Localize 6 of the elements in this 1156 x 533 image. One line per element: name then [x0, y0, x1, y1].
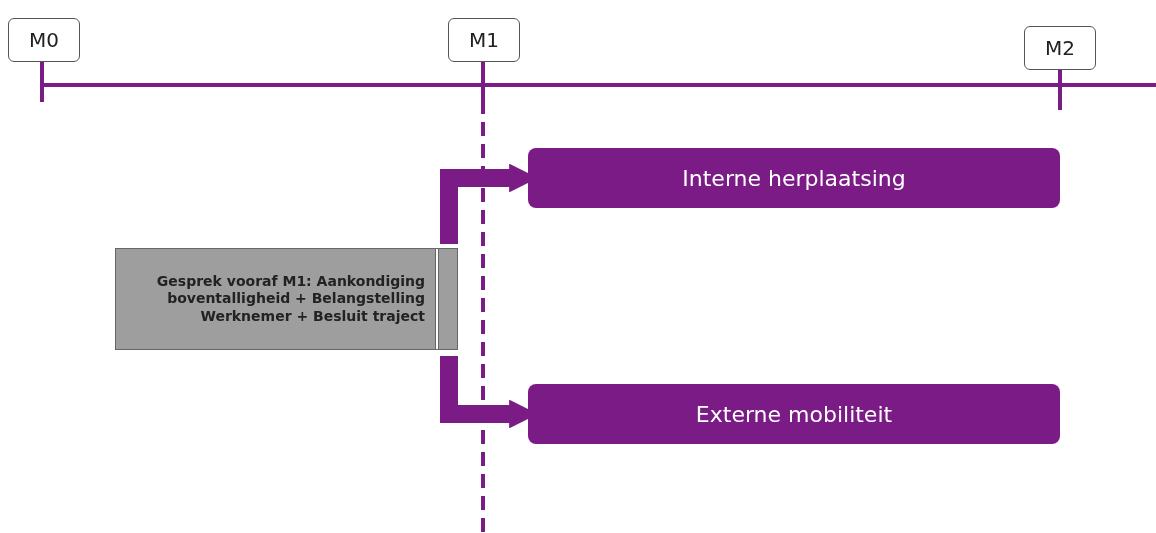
- outcome-box: Externe mobiliteit: [528, 384, 1060, 444]
- milestone-label: M0: [8, 18, 80, 62]
- conversation-box: Gesprek vooraf M1: Aankondiging boventalligheid + Belangstelling Werknemer + Besluit traject: [115, 248, 458, 350]
- milestone-label: M2: [1024, 26, 1096, 70]
- outcome-box: Interne herplaatsing: [528, 148, 1060, 208]
- milestone-label: M1: [448, 18, 520, 62]
